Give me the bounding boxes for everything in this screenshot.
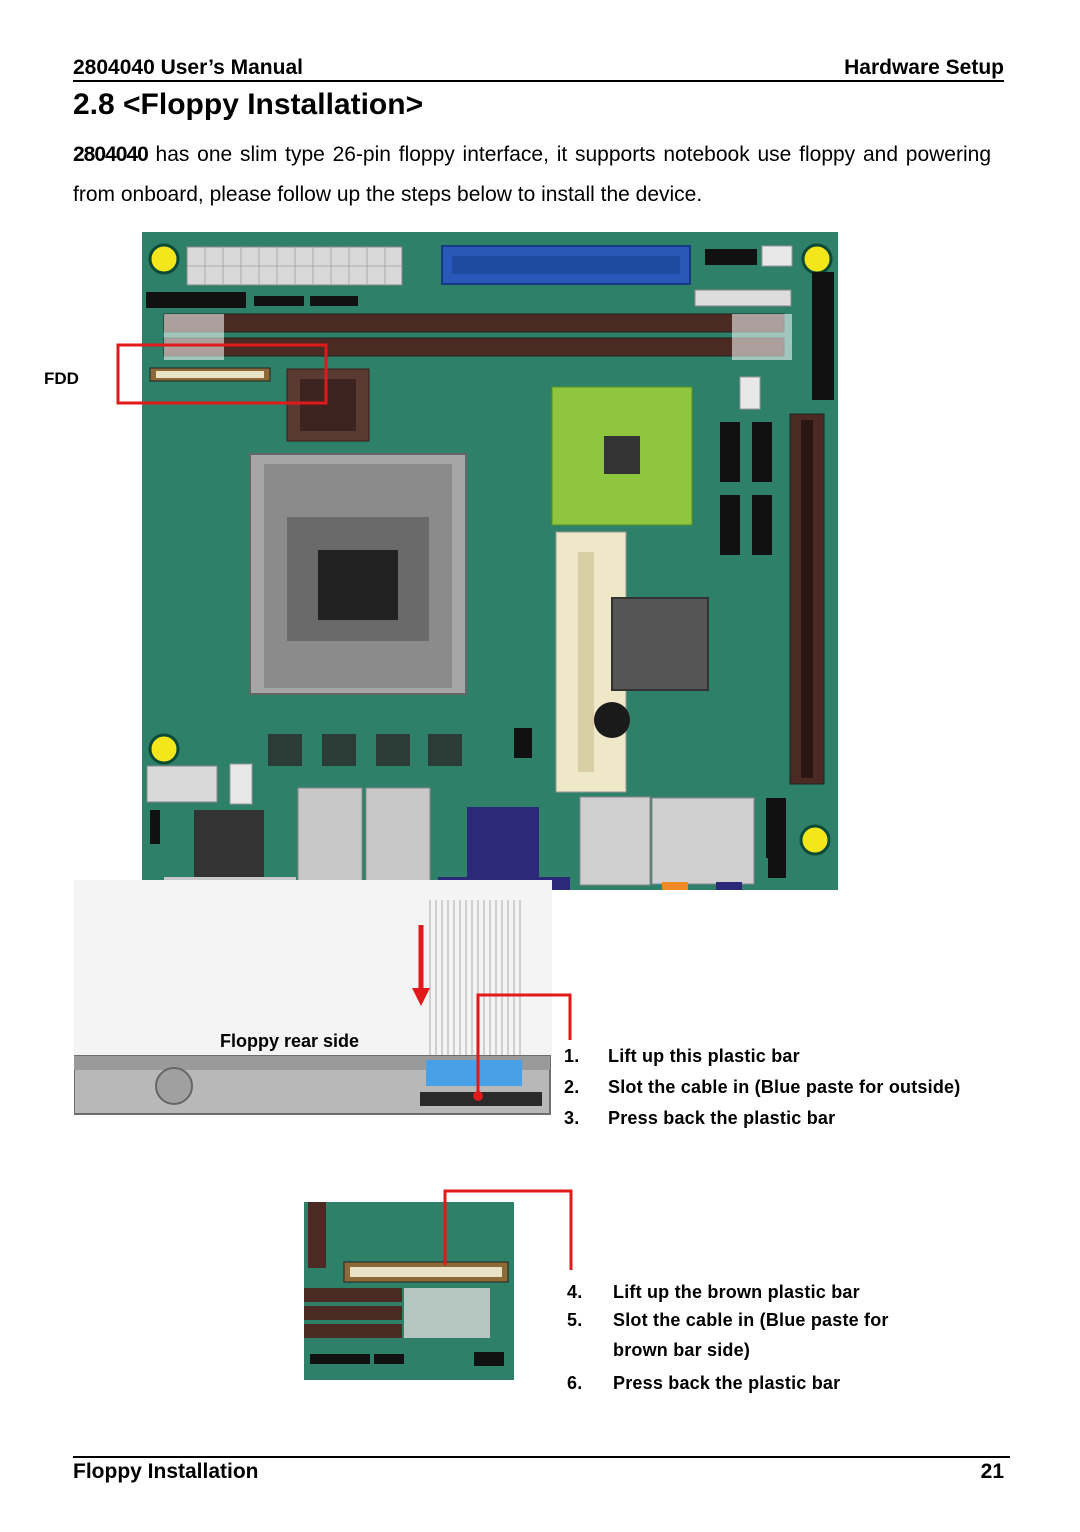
header-rule: [73, 80, 1004, 82]
step-number: 1.: [564, 1046, 580, 1066]
step-text: Lift up this plastic bar: [608, 1046, 800, 1066]
step-text: Slot the cable in (Blue paste for: [613, 1310, 889, 1330]
page-number: 21: [980, 1460, 1004, 1483]
step-item: brown bar side): [567, 1340, 1027, 1366]
step-text: Press back the plastic bar: [608, 1108, 836, 1128]
floppy-rear-label: Floppy rear side: [220, 1031, 360, 1051]
step-item: 5. Slot the cable in (Blue paste for: [567, 1310, 1027, 1336]
fdd-label: FDD: [44, 369, 79, 388]
intro-paragraph: 2804040 has one slim type 26-pin floppy …: [73, 135, 991, 215]
step-number: 5.: [567, 1310, 583, 1330]
step-number: 2.: [564, 1077, 580, 1097]
footer-rule: [73, 1456, 1010, 1458]
step-text: Lift up the brown plastic bar: [613, 1282, 860, 1302]
step-text: Press back the plastic bar: [613, 1373, 841, 1393]
step-item: 1. Lift up this plastic bar: [564, 1046, 1024, 1072]
intro-text: has one slim type 26-pin floppy interfac…: [73, 143, 991, 206]
step-text: brown bar side): [613, 1340, 751, 1360]
steps-list-b: 4. Lift up the brown plastic bar 5. Slot t…: [567, 1282, 1047, 1402]
floppy-rear-image: [74, 880, 552, 1115]
motherboard-image: [142, 232, 838, 890]
steps-list-a: 1. Lift up this plastic bar 2. Slot the ca…: [564, 1046, 1044, 1146]
step-number: 3.: [564, 1108, 580, 1128]
step-item: 3. Press back the plastic bar: [564, 1108, 1024, 1134]
step-item: 2. Slot the cable in (Blue paste for outs…: [564, 1077, 1024, 1103]
page-title: 2.8 <Floppy Installation>: [73, 88, 424, 121]
intro-model: 2804040: [73, 143, 149, 166]
step-number: 4.: [567, 1282, 583, 1302]
fdd-closeup-image: [304, 1202, 514, 1380]
step-item: 6. Press back the plastic bar: [567, 1373, 1027, 1399]
step-number: 6.: [567, 1373, 583, 1393]
header-section: Hardware Setup: [844, 56, 1004, 79]
header-manual-title: 2804040 User’s Manual: [73, 56, 303, 79]
step-text: Slot the cable in (Blue paste for outsid…: [608, 1077, 961, 1097]
footer-section: Floppy Installation: [73, 1460, 259, 1483]
step-item: 4. Lift up the brown plastic bar: [567, 1282, 1027, 1308]
